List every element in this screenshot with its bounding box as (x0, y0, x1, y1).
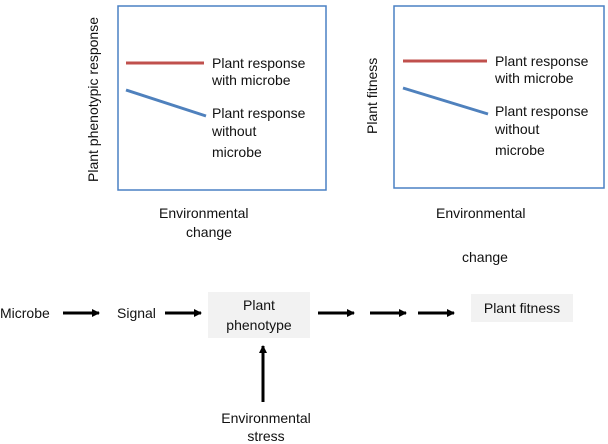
right-legend-with-2: with microbe (494, 70, 574, 86)
right-panel: Plant response with microbe Plant respon… (364, 5, 605, 265)
left-x-axis-label-2: change (186, 224, 232, 240)
left-panel-frame (117, 5, 327, 191)
left-x-axis-label-1: Environmental (159, 205, 249, 221)
left-y-axis-label: Plant phenotypic response (85, 17, 101, 182)
left-legend-without-1: Plant response (212, 105, 306, 121)
left-legend-with-2: with microbe (211, 72, 291, 88)
right-legend-without-1: Plant response (495, 103, 589, 119)
left-legend-without-3: microbe (212, 144, 262, 160)
flow-stress-label-1: Environmental (221, 410, 311, 426)
flow-diagram: Microbe Signal Plant phenotype Plant fit… (0, 292, 573, 444)
flow-signal-label: Signal (117, 305, 156, 321)
right-legend-without-2: without (494, 121, 539, 137)
fitness-box (471, 294, 573, 322)
right-panel-frame (393, 5, 605, 189)
right-legend-without-3: microbe (495, 142, 545, 158)
right-x-axis-label-1: Environmental (436, 205, 526, 221)
left-without-microbe-line (125, 88, 207, 118)
left-panel: Plant response with microbe Plant respon… (85, 5, 327, 240)
right-without-microbe-line (402, 86, 489, 116)
flow-phenotype-label-1: Plant (243, 297, 275, 313)
flow-fitness-label: Plant fitness (484, 300, 560, 316)
right-legend-with-1: Plant response (495, 53, 589, 69)
flow-phenotype-label-2: phenotype (226, 317, 292, 333)
right-x-axis-label-2: change (462, 249, 508, 265)
left-legend-with-1: Plant response (212, 55, 306, 71)
flow-microbe-label: Microbe (0, 305, 50, 321)
flow-stress-label-2: stress (247, 428, 284, 444)
left-legend-without-2: without (211, 123, 256, 139)
right-y-axis-label: Plant fitness (364, 58, 380, 134)
phenotype-box (208, 292, 310, 338)
